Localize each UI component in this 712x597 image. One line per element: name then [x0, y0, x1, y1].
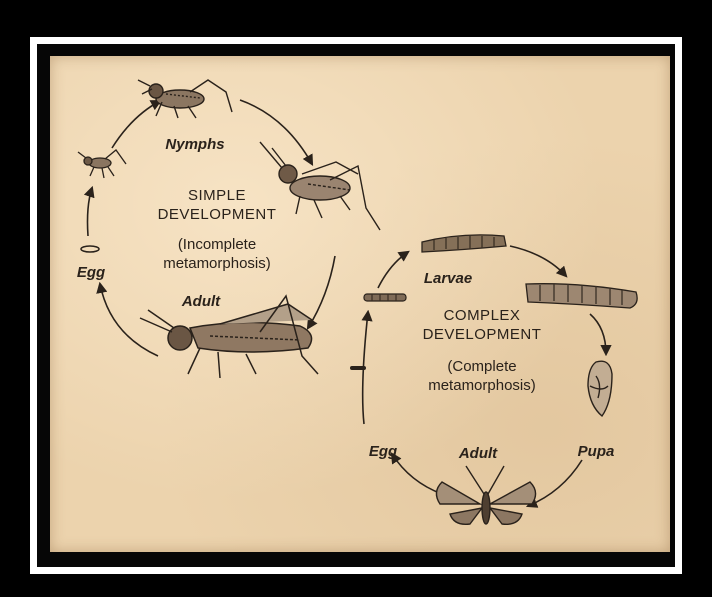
arrow-egg-to-small-larva: [361, 309, 373, 425]
label-adult-simple: Adult: [181, 293, 221, 310]
small-larva-icon: [363, 293, 407, 302]
simple-subtitle-line2: metamorphosis): [163, 255, 271, 272]
label-adult-complex: Adult: [458, 445, 498, 462]
large-nymph-icon: [259, 141, 381, 231]
label-egg-complex: Egg: [369, 443, 397, 460]
complex-subtitle-line2: metamorphosis): [428, 377, 536, 394]
arrow-nymph-to-large-nymph: [239, 99, 314, 166]
adult-moth-icon: [435, 465, 537, 525]
nymph-icon: [137, 79, 233, 119]
adult-grasshopper-icon: [139, 294, 319, 379]
simple-title-line2: DEVELOPMENT: [158, 206, 277, 223]
simple-cycle: Nymphs Egg Adult SIMPLE DEVELOPMENT (Inc…: [77, 79, 381, 379]
egg-icon-complex: [350, 366, 366, 370]
complex-subtitle-line1: (Complete: [447, 358, 516, 375]
large-larva-icon: [525, 283, 638, 309]
pupa-icon: [587, 360, 613, 418]
arrow-small-nymph-to-nymph: [111, 99, 162, 149]
label-larvae: Larvae: [424, 270, 472, 287]
simple-subtitle-line1: (Incomplete: [178, 236, 256, 253]
life-cycle-diagram: Nymphs Egg Adult SIMPLE DEVELOPMENT (Inc…: [77, 79, 638, 525]
arrow-adult-to-egg: [96, 281, 159, 357]
arrow-small-larva-to-larva: [377, 250, 410, 289]
arrow-larva-to-large-larva: [509, 245, 568, 278]
complex-cycle: Larvae Pupa Egg Adult COMPLEX DEVELOPMEN…: [350, 234, 638, 525]
small-nymph-icon: [77, 149, 127, 179]
arrow-large-larva-to-pupa: [589, 313, 612, 357]
label-pupa: Pupa: [578, 443, 615, 460]
complex-title-line1: COMPLEX: [444, 307, 521, 324]
simple-title-line1: SIMPLE: [188, 187, 246, 204]
arrow-large-nymph-to-adult: [306, 255, 336, 330]
label-egg-simple: Egg: [77, 264, 105, 281]
paper-background: [50, 56, 670, 552]
egg-icon-simple: [80, 245, 100, 253]
arrow-egg-to-small-nymph: [83, 185, 95, 237]
arrow-pupa-to-adult: [525, 459, 583, 508]
complex-title-line2: DEVELOPMENT: [423, 326, 542, 343]
larva-icon: [421, 234, 507, 253]
arrow-adult-to-egg: [390, 452, 443, 495]
label-nymphs: Nymphs: [165, 136, 224, 153]
